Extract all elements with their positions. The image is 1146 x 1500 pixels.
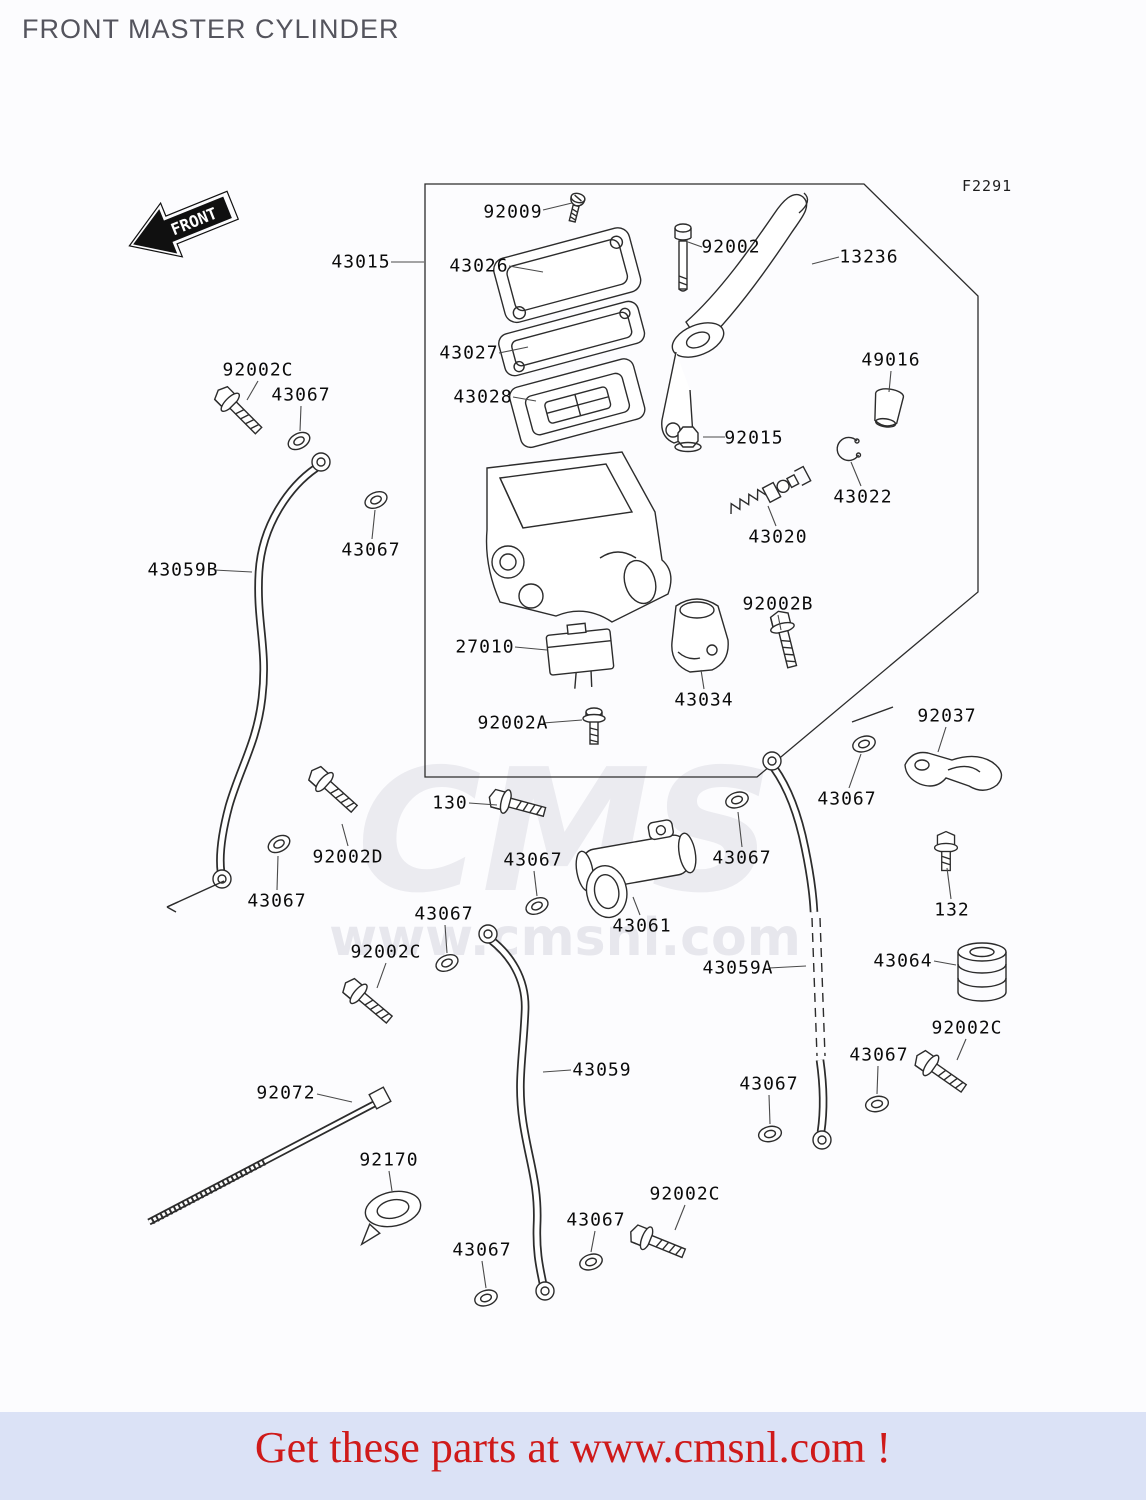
bolt-132-drawing	[933, 830, 959, 872]
figure-reference: F2291	[962, 177, 1013, 195]
part-label-130[interactable]: 130	[432, 792, 468, 814]
pointer-arrow	[166, 880, 225, 913]
grommet-92170-drawing	[360, 1190, 422, 1246]
part-label-43015[interactable]: 43015	[331, 251, 391, 273]
part-label-92170[interactable]: 92170	[359, 1149, 419, 1171]
dust-boot-drawing	[874, 388, 905, 428]
diaphragm-drawing	[508, 358, 646, 449]
part-label-43028[interactable]: 43028	[453, 386, 513, 408]
part-label-92002D[interactable]: 92002D	[312, 846, 384, 868]
hose-43059A-drawing	[762, 751, 832, 1150]
front-direction-arrow: FRONT	[128, 190, 240, 258]
part-label-43067-7[interactable]: 43067	[414, 903, 474, 925]
pivot-bolt-drawing	[674, 223, 692, 292]
part-label-43059A[interactable]: 43059A	[702, 957, 774, 979]
part-label-43022[interactable]: 43022	[833, 486, 893, 508]
part-label-43064[interactable]: 43064	[873, 950, 933, 972]
part-label-43067-8[interactable]: 43067	[849, 1044, 909, 1066]
assembly-boundary	[424, 183, 979, 778]
part-label-92002B[interactable]: 92002B	[742, 593, 814, 615]
part-label-92002C-1[interactable]: 92002C	[222, 359, 294, 381]
brake-lever-drawing	[661, 192, 809, 444]
part-label-43059[interactable]: 43059	[572, 1059, 632, 1081]
reservoir-cap-drawing	[493, 227, 642, 324]
page-title: FRONT MASTER CYLINDER	[22, 14, 400, 44]
master-cylinder-body-drawing	[485, 451, 672, 623]
watermark-logo: CMS	[357, 733, 773, 931]
parts-line-art	[147, 192, 1007, 1310]
part-label-43067-6[interactable]: 43067	[247, 890, 307, 912]
piston-set-drawing	[730, 465, 812, 515]
part-label-43059B[interactable]: 43059B	[147, 559, 219, 581]
hose-clamp-92037-drawing	[851, 706, 1003, 791]
part-label-92002C-4[interactable]: 92002C	[649, 1183, 721, 1205]
banjo-bolt-bottom-drawing	[625, 1220, 689, 1266]
part-label-92037[interactable]: 92037	[917, 705, 977, 727]
banjo-bolt-mid-drawing	[337, 973, 398, 1030]
part-label-132[interactable]: 132	[934, 899, 970, 921]
part-label-43067-1[interactable]: 43067	[271, 384, 331, 406]
part-label-92009[interactable]: 92009	[483, 201, 543, 223]
part-label-43067-3[interactable]: 43067	[817, 788, 877, 810]
cap-plate-drawing	[498, 300, 646, 377]
joint-43061-drawing	[575, 819, 697, 919]
part-label-92002[interactable]: 92002	[701, 236, 761, 258]
cap-screw-drawing	[568, 192, 586, 223]
switch-screw-drawing	[582, 707, 606, 745]
part-label-92002C-2[interactable]: 92002C	[350, 941, 422, 963]
banjo-bolt-right-drawing	[909, 1045, 972, 1099]
part-label-92002A[interactable]: 92002A	[477, 712, 549, 734]
brake-switch-drawing	[545, 622, 615, 689]
part-label-43067-9[interactable]: 43067	[739, 1073, 799, 1095]
part-label-43061[interactable]: 43061	[612, 915, 672, 937]
part-label-43027[interactable]: 43027	[439, 342, 499, 364]
part-label-43067-10[interactable]: 43067	[566, 1209, 626, 1231]
part-label-43067-5[interactable]: 43067	[712, 847, 772, 869]
part-label-43067-2[interactable]: 43067	[341, 539, 401, 561]
part-label-92015[interactable]: 92015	[724, 427, 784, 449]
part-label-43026[interactable]: 43026	[449, 255, 509, 277]
circlip-drawing	[836, 436, 862, 462]
hose-43059-drawing	[478, 924, 555, 1301]
part-label-43034[interactable]: 43034	[674, 689, 734, 711]
handlebar-clamp-drawing	[671, 598, 729, 673]
part-label-49016[interactable]: 49016	[861, 349, 921, 371]
part-label-27010[interactable]: 27010	[455, 636, 515, 658]
leader-lines	[213, 202, 967, 1289]
clamp-bolt-drawing	[765, 607, 805, 671]
watermark: CMS www.cmsnl.com	[329, 733, 801, 968]
watermark-url: www.cmsnl.com	[329, 908, 801, 968]
part-label-92072[interactable]: 92072	[256, 1082, 316, 1104]
banjo-bolt-left-drawing	[209, 381, 268, 440]
grommet-43064-drawing	[957, 942, 1007, 1002]
bolt-92002D-drawing	[303, 761, 363, 819]
part-label-92002C-3[interactable]: 92002C	[931, 1017, 1003, 1039]
footer-banner-text: Get these parts at www.cmsnl.com !	[254, 1423, 892, 1472]
cable-tie-drawing	[147, 1086, 392, 1226]
part-label-43067-4[interactable]: 43067	[503, 849, 563, 871]
part-label-43020[interactable]: 43020	[748, 526, 808, 548]
pivot-nut-drawing	[674, 426, 702, 453]
footer-banner: Get these parts at www.cmsnl.com !	[0, 1412, 1146, 1500]
part-label-13236[interactable]: 13236	[839, 246, 899, 268]
part-label-43067-11[interactable]: 43067	[452, 1239, 512, 1261]
hose-43059B-drawing	[212, 452, 331, 889]
